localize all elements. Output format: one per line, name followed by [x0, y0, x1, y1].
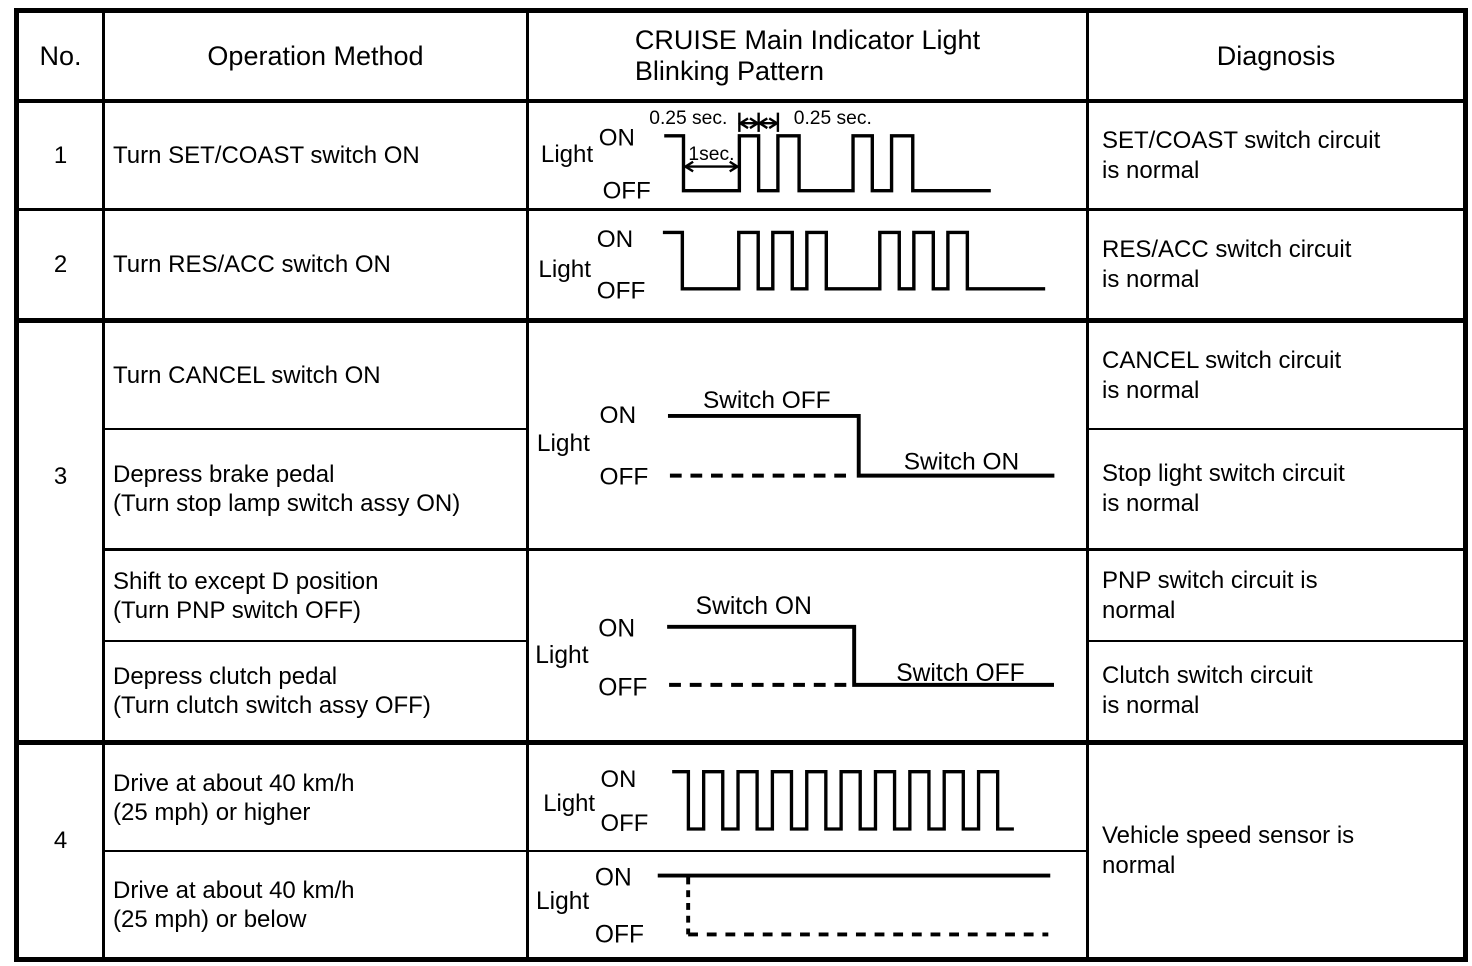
- row3-diagnosis-clutch-text: Clutch switch circuit is normal: [1102, 662, 1313, 719]
- svg-text:Switch OFF: Switch OFF: [896, 660, 1024, 687]
- row3-operation-cancel: Turn CANCEL switch ON: [102, 318, 526, 428]
- row2-diagnosis: RES/ACC switch circuit is normal: [1086, 208, 1463, 318]
- svg-text:Light: Light: [536, 888, 589, 915]
- row3-operation-cancel-text: Turn CANCEL switch ON: [113, 362, 381, 389]
- svg-text:OFF: OFF: [598, 675, 647, 702]
- svg-text:1sec.: 1sec.: [688, 144, 734, 165]
- row3-diagnosis-stop-text: Stop light switch circuit is normal: [1102, 460, 1345, 517]
- row3-diagnosis-pnp-text: PNP switch circuit is normal: [1102, 566, 1318, 624]
- diagnostic-table: No. Operation Method CRUISE Main Indicat…: [14, 8, 1468, 962]
- row4-operation-higher: Drive at about 40 km/h (25 mph) or highe…: [102, 740, 526, 850]
- svg-text:Switch ON: Switch ON: [904, 449, 1019, 476]
- svg-text:OFF: OFF: [599, 463, 648, 490]
- header-blinking-pattern-label: CRUISE Main Indicator Light Blinking Pat…: [634, 25, 981, 86]
- row3-diagnosis-cancel: CANCEL switch circuit is normal: [1086, 318, 1463, 428]
- blink-pattern-cancel-brake: Light ON OFF Switch OFF Switch ON: [526, 318, 1086, 548]
- svg-text:OFF: OFF: [601, 810, 649, 837]
- row4-diagnosis-text: Vehicle speed sensor is normal: [1102, 822, 1355, 879]
- svg-text:Light: Light: [543, 790, 595, 817]
- row3-diagnosis-cancel-text: CANCEL switch circuit is normal: [1102, 346, 1342, 404]
- svg-text:ON: ON: [599, 402, 636, 429]
- header-blinking-pattern: CRUISE Main Indicator Light Blinking Pat…: [526, 13, 1086, 99]
- row4-operation-below-text: Drive at about 40 km/h (25 mph) or below: [113, 876, 355, 933]
- row1-number: 1: [19, 99, 102, 208]
- row4-number: 4: [19, 740, 102, 957]
- svg-text:OFF: OFF: [595, 921, 644, 948]
- row3-operation-brake: Depress brake pedal (Turn stop lamp swit…: [102, 428, 526, 548]
- svg-text:Light: Light: [541, 141, 594, 168]
- row4-number-label: 4: [53, 827, 68, 854]
- row2-operation-text: Turn RES/ACC switch ON: [113, 251, 391, 278]
- row1-diagnosis-text: SET/COAST switch circuit is normal: [1102, 126, 1381, 184]
- row2-number: 2: [19, 208, 102, 318]
- row4-diagnosis: Vehicle speed sensor is normal: [1086, 740, 1463, 957]
- svg-text:Light: Light: [535, 642, 588, 669]
- svg-text:ON: ON: [595, 864, 632, 891]
- svg-text:Light: Light: [538, 256, 591, 283]
- row3-operation-clutch-text: Depress clutch pedal (Turn clutch switch…: [113, 663, 431, 719]
- row2-diagnosis-text: RES/ACC switch circuit is normal: [1102, 235, 1352, 293]
- row4-operation-higher-text: Drive at about 40 km/h (25 mph) or highe…: [113, 769, 355, 826]
- row1-operation-text: Turn SET/COAST switch ON: [113, 142, 420, 169]
- header-operation-method: Operation Method: [102, 13, 526, 99]
- svg-text:0.25 sec.: 0.25 sec.: [794, 108, 872, 129]
- header-no: No.: [19, 13, 102, 99]
- svg-text:Switch OFF: Switch OFF: [703, 387, 831, 414]
- header-diagnosis: Diagnosis: [1086, 13, 1463, 99]
- header-diagnosis-label: Diagnosis: [1216, 40, 1336, 71]
- blink-pattern-pnp-clutch: Light ON OFF Switch ON Switch OFF: [526, 548, 1086, 740]
- svg-text:ON: ON: [601, 766, 637, 793]
- svg-text:ON: ON: [599, 124, 635, 151]
- svg-text:0.25 sec.: 0.25 sec.: [649, 108, 727, 129]
- svg-text:Light: Light: [537, 430, 590, 457]
- row1-number-label: 1: [53, 141, 68, 169]
- row3-diagnosis-pnp: PNP switch circuit is normal: [1086, 548, 1463, 640]
- svg-text:ON: ON: [597, 226, 633, 253]
- svg-text:Switch ON: Switch ON: [696, 593, 812, 620]
- row2-operation: Turn RES/ACC switch ON: [102, 208, 526, 318]
- row3-operation-clutch: Depress clutch pedal (Turn clutch switch…: [102, 640, 526, 740]
- row3-number-label: 3: [53, 462, 68, 490]
- row3-operation-shift: Shift to except D position (Turn PNP swi…: [102, 548, 526, 640]
- header-no-label: No.: [39, 40, 82, 71]
- row3-diagnosis-stop: Stop light switch circuit is normal: [1086, 428, 1463, 548]
- row1-operation: Turn SET/COAST switch ON: [102, 99, 526, 208]
- row1-diagnosis: SET/COAST switch circuit is normal: [1086, 99, 1463, 208]
- row3-operation-brake-text: Depress brake pedal (Turn stop lamp swit…: [113, 461, 461, 517]
- row2-number-label: 2: [53, 250, 68, 278]
- row3-number: 3: [19, 318, 102, 740]
- header-operation-method-label: Operation Method: [207, 40, 424, 71]
- svg-text:ON: ON: [598, 616, 635, 643]
- row4-operation-below: Drive at about 40 km/h (25 mph) or below: [102, 850, 526, 957]
- row3-diagnosis-clutch: Clutch switch circuit is normal: [1086, 640, 1463, 740]
- row3-operation-shift-text: Shift to except D position (Turn PNP swi…: [113, 567, 379, 624]
- svg-text:OFF: OFF: [597, 278, 646, 305]
- svg-text:OFF: OFF: [603, 177, 651, 204]
